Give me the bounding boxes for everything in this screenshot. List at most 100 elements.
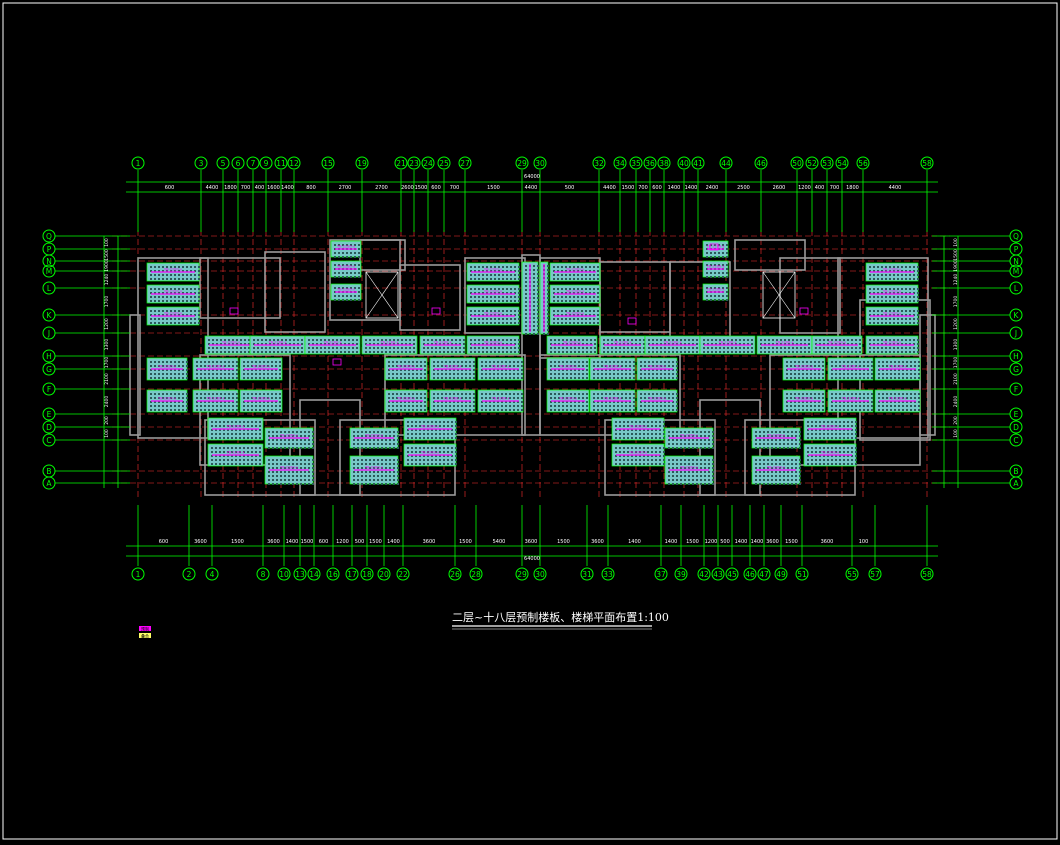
slab-hatch-dot	[505, 409, 507, 411]
slab-hatch-dot	[162, 270, 164, 272]
slab-hatch-dot	[412, 369, 414, 371]
slab-hatch-dot	[898, 393, 900, 395]
slab-hatch-dot	[558, 351, 560, 353]
slab-hatch-dot	[890, 361, 892, 363]
slab-hatch-dot	[901, 266, 903, 268]
slab-hatch-dot	[346, 256, 348, 258]
axis-bubble-right: N	[1013, 257, 1019, 266]
slab-hatch-dot	[158, 274, 160, 276]
slab-hatch-dot	[621, 377, 623, 379]
slab-hatch-dot	[917, 314, 919, 316]
axis-bubble-bottom: 28	[471, 570, 481, 579]
slab-hatch-dot	[465, 409, 467, 411]
slab-hatch-dot	[292, 471, 294, 473]
slab-hatch-dot	[259, 397, 261, 399]
slab-hatch-dot	[358, 252, 360, 254]
slab-hatch-dot	[259, 451, 261, 453]
slab-hatch-dot	[909, 292, 911, 294]
slab-hatch-dot	[332, 339, 334, 341]
slab-hatch-dot	[613, 401, 615, 403]
slab-hatch-dot	[334, 256, 336, 258]
slab-hatch-dot	[405, 339, 407, 341]
axis-bubble-top: 36	[645, 159, 655, 168]
slab-hatch-dot	[224, 343, 226, 345]
slab-hatch-dot	[886, 405, 888, 407]
slab-hatch-dot	[158, 310, 160, 312]
slab-hatch-dot	[420, 373, 422, 375]
slab-hatch-dot	[481, 409, 483, 411]
slab-hatch-dot	[605, 401, 607, 403]
slab-hatch-dot	[909, 351, 911, 353]
dimension-label-bottom: 1500	[369, 539, 382, 545]
slab-hatch-dot	[392, 393, 394, 395]
slab-hatch-dot	[424, 365, 426, 367]
slab-hatch-dot	[474, 270, 476, 272]
axis-bubble-left-circle	[42, 254, 56, 268]
slab-hatch-dot	[918, 365, 920, 367]
slab-hatch-dot	[613, 361, 615, 363]
slab-hatch-dot	[443, 347, 445, 349]
slab-hatch-dot	[615, 425, 617, 427]
slab-hatch-dot	[747, 351, 749, 353]
slab-hatch-dot	[216, 351, 218, 353]
slab-hatch-dot	[656, 377, 658, 379]
slab-hatch-dot	[255, 447, 257, 449]
slab-hatch-dot	[212, 365, 214, 367]
slab-hatch-dot	[412, 377, 414, 379]
slab-hatch-dot	[505, 401, 507, 403]
slab-hatch-dot	[655, 425, 657, 427]
slab-hatch-dot	[593, 314, 595, 316]
slab-hatch-dot	[463, 339, 465, 341]
slab-hatch-dot	[747, 347, 749, 349]
slab-hatch-dot	[609, 405, 611, 407]
slab-hatch-dot	[597, 393, 599, 395]
slab-hatch-dot	[806, 393, 808, 395]
slab-hatch-dot	[640, 377, 642, 379]
slab-hatch-dot	[913, 278, 915, 280]
slab-hatch-dot	[794, 373, 796, 375]
slab-hatch-dot	[786, 405, 788, 407]
slab-hatch-dot	[525, 289, 527, 291]
slab-hatch-dot	[223, 451, 225, 453]
slab-hatch-dot	[267, 409, 269, 411]
slab-hatch-dot	[166, 266, 168, 268]
slab-hatch-dot	[388, 405, 390, 407]
slab-hatch-dot	[308, 343, 310, 345]
slab-hatch-dot	[533, 305, 535, 307]
slab-hatch-dot	[404, 377, 406, 379]
slab-hatch-dot	[917, 318, 919, 320]
slab-hatch-dot	[247, 401, 249, 403]
slab-hatch-dot	[533, 309, 535, 311]
slab-hatch-dot	[272, 471, 274, 473]
slab-hatch-dot	[415, 437, 417, 439]
slab-hatch-dot	[672, 475, 674, 477]
slab-hatch-dot	[255, 401, 257, 403]
slab-hatch-dot	[547, 301, 549, 303]
slab-hatch-dot	[718, 272, 720, 274]
slab-hatch-dot	[570, 401, 572, 403]
slab-hatch-dot	[629, 405, 631, 407]
slab-hatch-dot	[478, 278, 480, 280]
slab-hatch-dot	[881, 347, 883, 349]
axis-bubble-left: L	[47, 284, 52, 293]
slab-hatch-dot	[215, 463, 217, 465]
slab-hatch-dot	[827, 437, 829, 439]
slab-hatch-dot	[787, 463, 789, 465]
axis-bubble-bottom-circle	[277, 567, 291, 581]
slab-hatch-dot	[790, 373, 792, 375]
slab-hatch-dot	[886, 361, 888, 363]
slab-hatch-dot	[566, 401, 568, 403]
slab-hatch-dot	[485, 365, 487, 367]
slab-hatch-dot	[243, 447, 245, 449]
slab-hatch-dot	[806, 405, 808, 407]
slab-hatch-dot	[663, 421, 665, 423]
slab-hatch-dot	[348, 351, 350, 353]
slab-hatch-dot	[259, 421, 261, 423]
slab-hatch-dot	[791, 463, 793, 465]
slab-hatch-dot	[158, 377, 160, 379]
slab-hatch-dot	[338, 244, 340, 246]
slab-label: YB-2280-x	[648, 365, 666, 369]
slab-hatch-dot	[893, 270, 895, 272]
slab-hatch-dot	[259, 377, 261, 379]
slab-hatch-dot	[178, 377, 180, 379]
